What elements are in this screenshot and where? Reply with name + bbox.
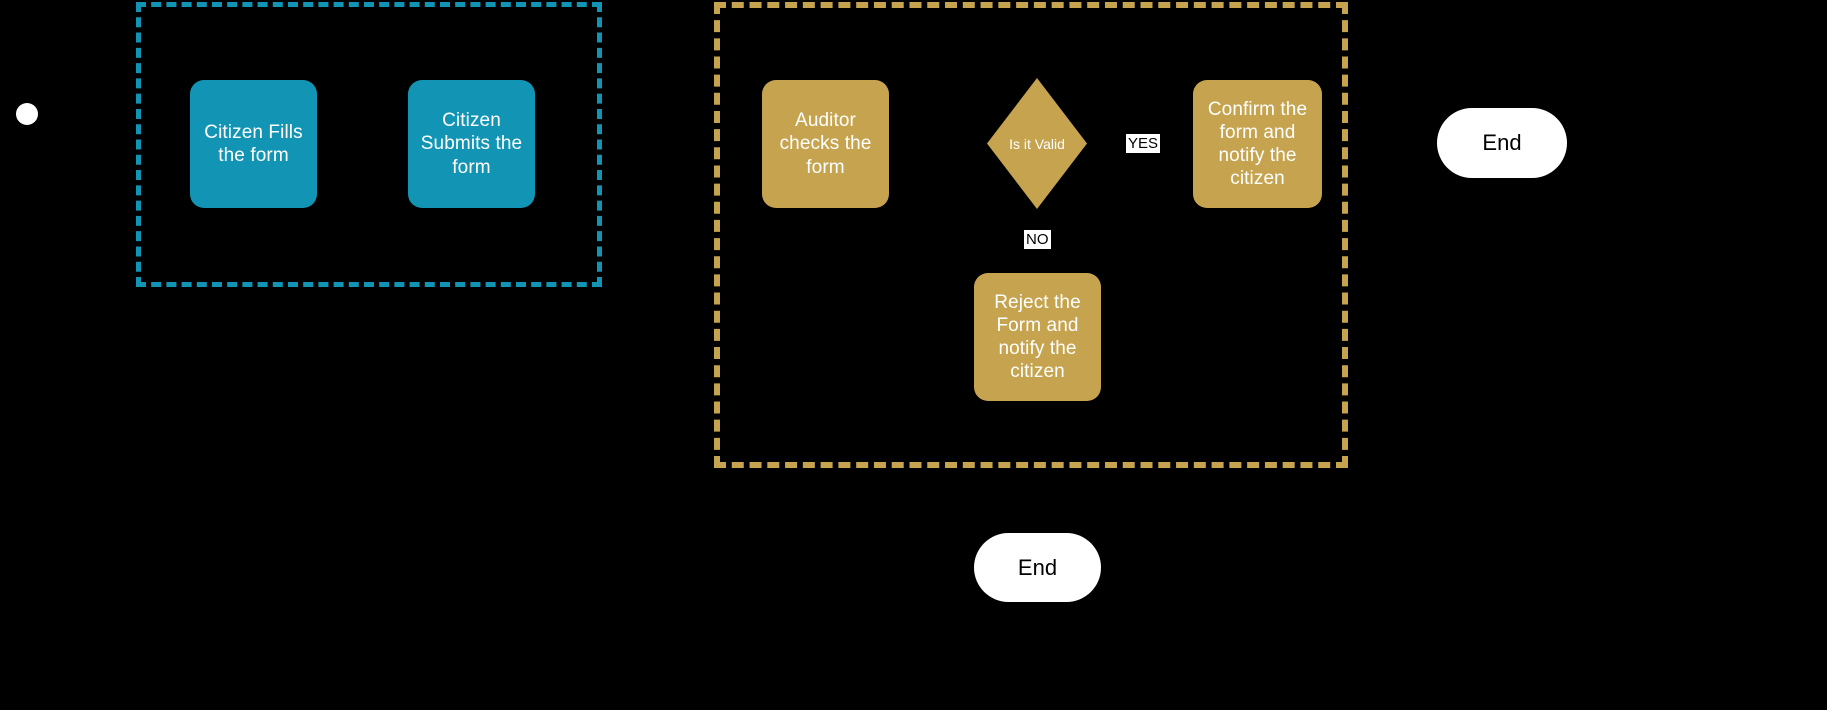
swimlane-citizen — [136, 2, 602, 287]
start-node[interactable] — [16, 103, 38, 125]
swimlane-auditor — [714, 2, 1348, 468]
task-confirm-form-notify-citizen[interactable]: Confirm the form and notify the citizen — [1193, 80, 1322, 208]
end-node-bottom[interactable]: End — [974, 533, 1101, 602]
task-citizen-fills-form[interactable]: Citizen Fills the form — [190, 80, 317, 208]
task-citizen-submits-form[interactable]: Citizen Submits the form — [408, 80, 535, 208]
edge-label-no: NO — [1024, 230, 1051, 250]
decision-is-it-valid[interactable]: Is it Valid — [987, 78, 1087, 209]
task-reject-form-notify-citizen[interactable]: Reject the Form and notify the citizen — [974, 273, 1101, 401]
end-node-right[interactable]: End — [1437, 108, 1567, 178]
decision-label: Is it Valid — [1009, 135, 1065, 152]
task-auditor-checks-form[interactable]: Auditor checks the form — [762, 80, 889, 208]
edge-label-yes: YES — [1126, 134, 1161, 154]
